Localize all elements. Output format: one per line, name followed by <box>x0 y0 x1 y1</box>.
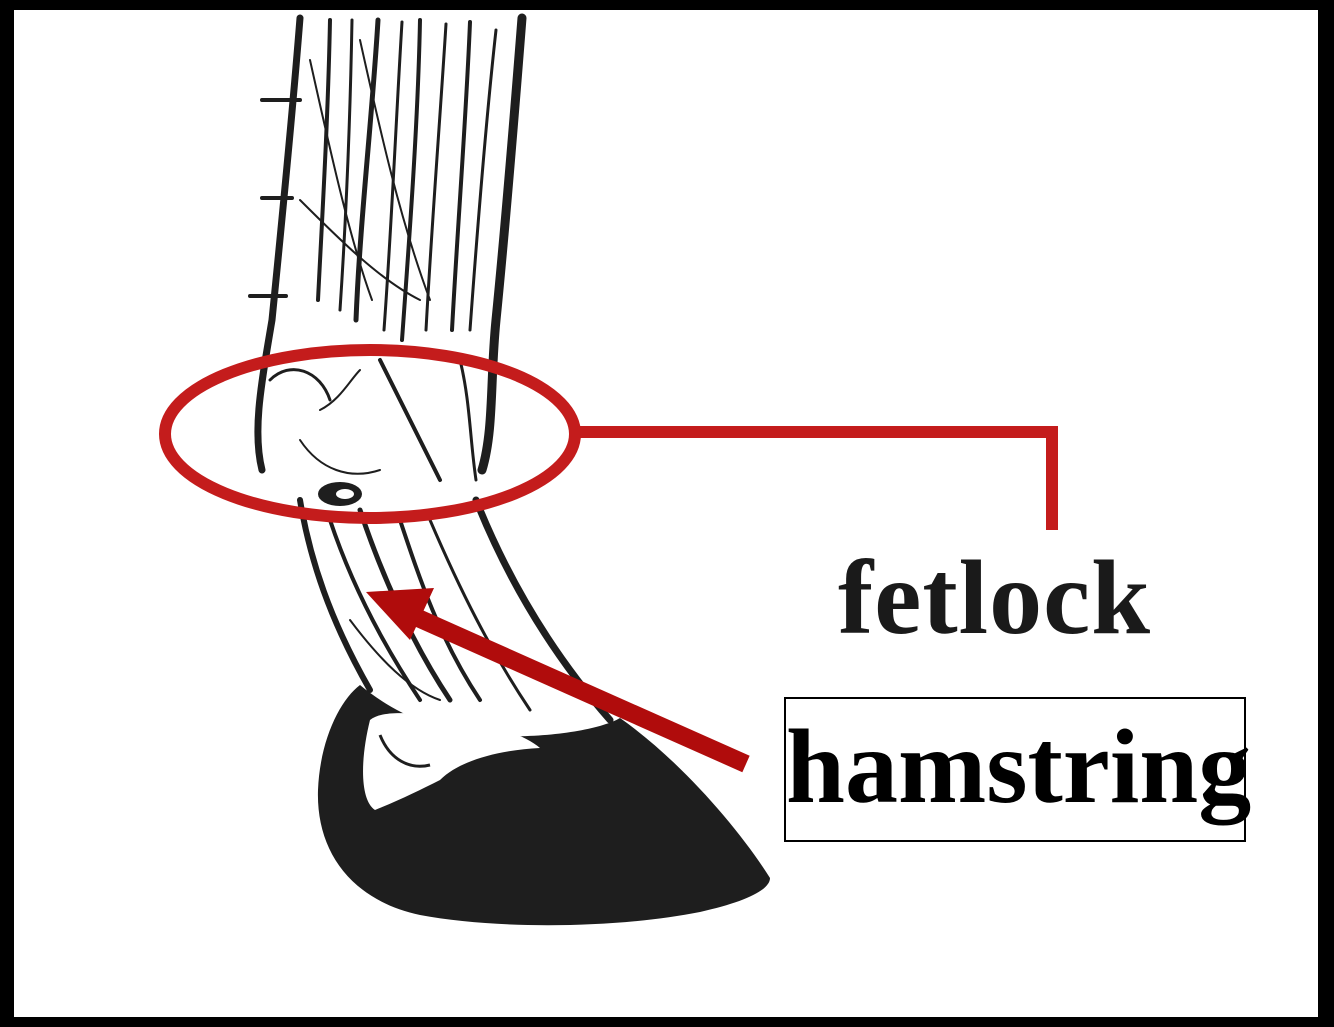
hamstring-label-box: hamstring <box>784 697 1246 842</box>
ergot-highlight <box>336 489 354 499</box>
fetlock-leader-line <box>578 432 1052 530</box>
cannon-back-edge <box>482 18 522 470</box>
cannon-front-edge <box>258 18 300 470</box>
fetlock-highlight-circle <box>165 350 575 518</box>
hamstring-label: hamstring <box>786 708 1251 825</box>
fetlock-label: fetlock <box>838 538 1238 658</box>
